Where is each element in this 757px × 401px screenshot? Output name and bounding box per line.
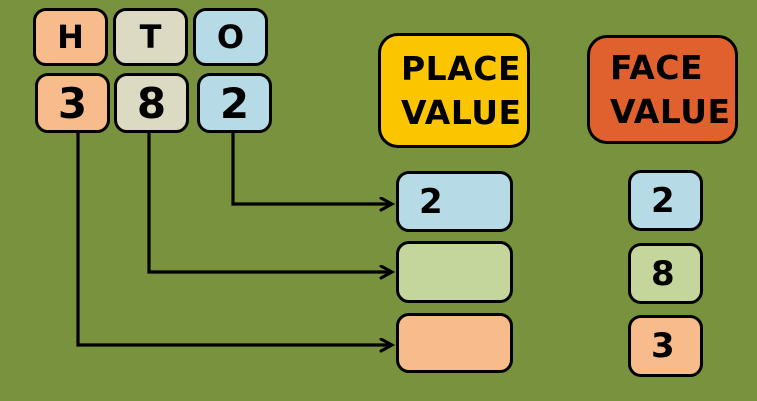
column-header-hundreds: H [33,8,108,66]
face-value-hundreds: 3 [628,315,703,377]
place-value-header-line2: VALUE [401,92,522,132]
column-header-tens: T [113,8,188,66]
place-value-header: PLACE VALUE [378,33,530,148]
face-value-header: FACE VALUE [587,35,738,144]
place-value-slot-hundreds [396,313,513,373]
arrow-hundreds-to-place-value [76,133,392,345]
face-value-tens: 8 [628,243,703,304]
face-value-header-line2: VALUE [610,91,731,131]
place-value-slot-tens [396,241,513,303]
face-value-ones: 2 [628,170,703,231]
arrow-ones-to-place-value [231,133,392,204]
place-value-slot-ones: 2 [396,171,513,232]
digit-ones: 2 [197,73,272,133]
column-header-ones: O [193,8,268,66]
face-value-header-line1: FACE [610,47,704,87]
place-value-header-line1: PLACE [401,48,522,88]
digit-hundreds: 3 [35,73,110,133]
arrow-tens-to-place-value [147,133,392,272]
digit-tens: 8 [114,73,189,133]
